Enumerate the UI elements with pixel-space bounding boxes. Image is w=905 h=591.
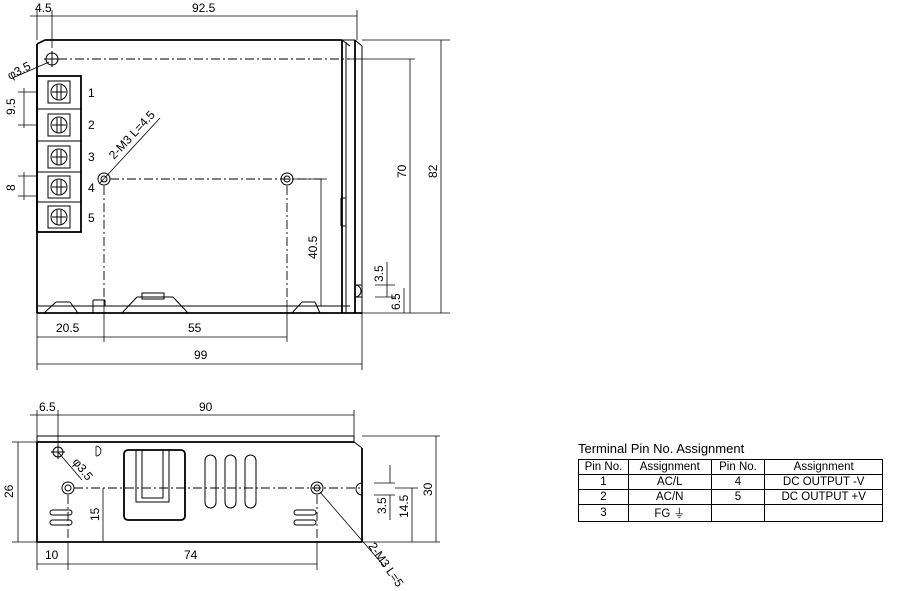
mounting-hole-top-left [44, 51, 60, 67]
terminal-block [36, 75, 82, 233]
dim-height-82: 82 [426, 164, 440, 178]
table-cell: DC OUTPUT +V [764, 489, 883, 505]
side-dim-height-14-5: 14.5 [397, 494, 411, 518]
table-cell [710, 504, 766, 522]
terminal-number-4: 4 [88, 181, 95, 195]
terminal-screw-2 [47, 113, 71, 137]
table-header-row: Pin No. Assignment Pin No. Assignment [578, 459, 883, 475]
centerlines [58, 58, 350, 302]
dim-bottom-55: 55 [188, 321, 202, 335]
dim-height-70: 70 [395, 164, 409, 178]
top-view-labels: 4.5 92.5 φ3.5 9.5 8 2-M3 L=4.5 70 82 40.… [4, 1, 440, 362]
top-view: 4.5 92.5 φ3.5 9.5 8 2-M3 L=4.5 70 82 40.… [4, 1, 450, 370]
table-cell: AC/N [627, 489, 712, 505]
terminal-table-title: Terminal Pin No. Assignment [578, 441, 745, 456]
dim-gap-6-5: 6.5 [389, 293, 403, 310]
table-cell: DC OUTPUT -V [764, 474, 883, 490]
dim-height-40-5: 40.5 [306, 235, 320, 259]
side-dim-left-offset: 6.5 [39, 400, 56, 414]
side-dim-hole-diameter: φ3.5 [70, 455, 96, 483]
side-view-outline [36, 435, 363, 543]
side-screw-hole-left [61, 481, 75, 495]
side-dim-height-15: 15 [88, 507, 102, 521]
dim-gap-3-5: 3.5 [372, 265, 386, 282]
terminal-number-3: 3 [88, 150, 95, 164]
table-cell: 2 [578, 489, 629, 505]
table-cell: 4 [710, 474, 766, 490]
dim-bottom-20-5: 20.5 [56, 321, 80, 335]
terminal-screw-1 [47, 80, 71, 104]
side-dim-bottom-74: 74 [184, 548, 198, 562]
side-dim-bottom-10: 10 [45, 548, 59, 562]
side-centerlines [67, 487, 360, 542]
side-dimension-lines [12, 410, 440, 570]
header-pin-no-2: Pin No. [710, 459, 766, 475]
dimension-lines [14, 10, 450, 370]
table-cell: 3 [578, 504, 629, 522]
header-pin-no-1: Pin No. [578, 459, 629, 475]
dim-total-width: 99 [194, 348, 208, 362]
dim-hole-span-width: 92.5 [192, 1, 216, 15]
table-cell: FG ⏚ [627, 504, 712, 522]
dim-hole-diameter: φ3.5 [5, 59, 33, 83]
table-cell: 1 [578, 474, 629, 490]
screw-spec-label: 2-M3 L=4.5 [106, 108, 158, 162]
side-view: 6.5 90 φ3.5 26 15 3.5 14.5 30 10 74 2-M3… [2, 400, 440, 590]
terminal-number-2: 2 [88, 118, 95, 132]
dim-left-offset: 4.5 [35, 1, 52, 15]
terminal-assignment-table: Terminal Pin No. Assignment Pin No. Assi… [578, 441, 883, 522]
side-dim-height-3-5: 3.5 [375, 497, 389, 514]
side-screw-spec-label: 2-M3 L=5 [366, 540, 407, 590]
terminal-number-1: 1 [88, 86, 95, 100]
table-row: 1 AC/L 4 DC OUTPUT -V [578, 474, 883, 490]
table-row: 3 FG ⏚ [578, 504, 883, 522]
dim-pin-height: 8 [4, 184, 18, 191]
side-view-labels: 6.5 90 φ3.5 26 15 3.5 14.5 30 10 74 2-M3… [2, 400, 435, 590]
side-dim-height-30: 30 [421, 482, 435, 496]
side-dim-top-width: 90 [199, 400, 213, 414]
table-cell: AC/L [627, 474, 712, 490]
table-cell: 5 [710, 489, 766, 505]
dim-pin-pitch: 9.5 [4, 98, 18, 115]
terminal-screw-3 [47, 145, 71, 169]
terminal-screws [47, 80, 71, 229]
terminal-screw-4 [47, 175, 71, 199]
terminal-pin-table: Pin No. Assignment Pin No. Assignment 1 … [578, 459, 883, 522]
table-row: 2 AC/N 5 DC OUTPUT +V [578, 489, 883, 505]
terminal-number-5: 5 [88, 211, 95, 225]
terminal-screw-5 [47, 205, 71, 229]
top-view-outline [36, 39, 363, 314]
header-assignment-2: Assignment [764, 459, 883, 475]
header-assignment-1: Assignment [627, 459, 712, 475]
table-cell [764, 504, 883, 522]
side-dim-height-26: 26 [2, 484, 16, 498]
